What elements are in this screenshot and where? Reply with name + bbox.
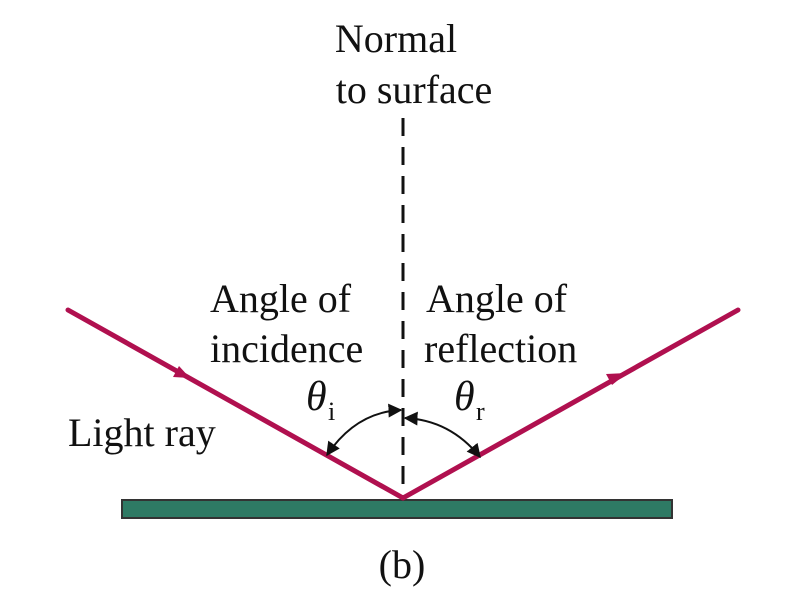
incident-ray: [65, 307, 406, 501]
normal-label-line2: to surface: [336, 67, 493, 112]
reflection-label-line2: reflection: [424, 326, 577, 371]
theta-reflection-subscript: r: [476, 397, 485, 426]
incidence-label-line1: Angle of: [210, 276, 352, 321]
reflected-ray: [400, 307, 741, 501]
figure-caption: (b): [379, 542, 426, 587]
incidence-angle-arc: [326, 403, 403, 457]
reflecting-surface: [121, 499, 673, 519]
reflection-label-line1: Angle of: [426, 276, 568, 321]
reflection-angle-arc: [403, 411, 481, 459]
theta-incidence-symbol: θ: [306, 374, 327, 420]
light-ray-label: Light ray: [68, 410, 216, 455]
reflected-ray-arrowhead: [606, 373, 627, 385]
incidence-label-line2: incidence: [210, 326, 363, 371]
theta-incidence-subscript: i: [328, 397, 335, 426]
theta-reflection-symbol: θ: [454, 374, 475, 420]
normal-label-line1: Normal: [335, 16, 457, 61]
incident-ray-arrowhead: [173, 366, 190, 378]
